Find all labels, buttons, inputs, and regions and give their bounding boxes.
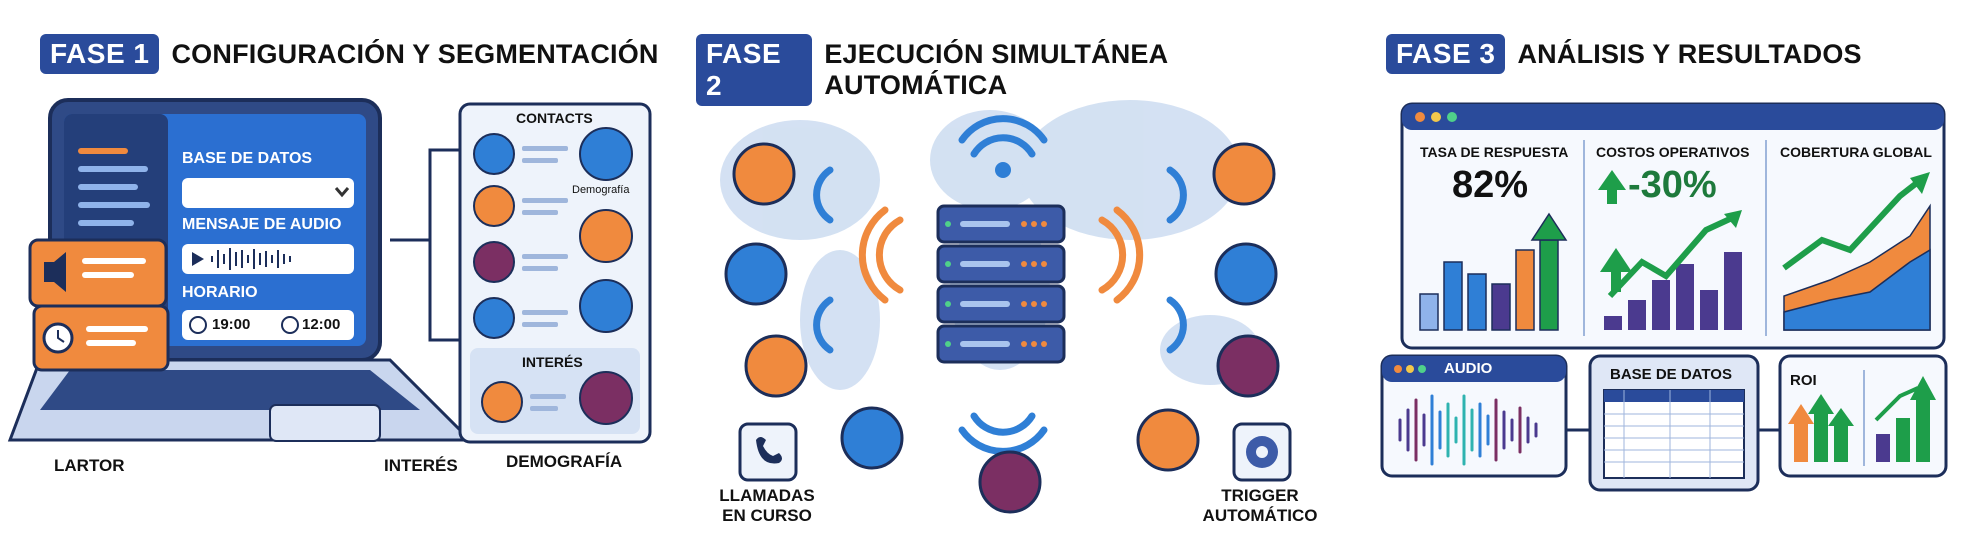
clock-card-float bbox=[32, 304, 170, 372]
phase-2-header: FASE 2 EJECUCIÓN SIMULTÁNEA AUTOMÁTICA bbox=[696, 34, 1340, 106]
phase-2-illustration bbox=[720, 100, 1292, 514]
kpi-label-response: TASA DE RESPUESTA bbox=[1420, 144, 1569, 160]
server-stack bbox=[936, 204, 1066, 364]
phase-3-title: ANÁLISIS Y RESULTADOS bbox=[1517, 38, 1862, 69]
phase-1-title: CONFIGURACIÓN Y SEGMENTACIÓN bbox=[171, 38, 659, 69]
laptop-db-label: BASE DE DATOS bbox=[182, 150, 313, 167]
calls-label-line2: EN CURSO bbox=[722, 506, 812, 525]
trigger-label-line1: TRIGGER bbox=[1221, 486, 1299, 505]
phase-1-illustration bbox=[7, 98, 652, 444]
audio-card bbox=[1380, 354, 1568, 478]
database-card bbox=[1588, 354, 1760, 492]
phase-2-title: EJECUCIÓN SIMULTÁNEA AUTOMÁTICA bbox=[824, 39, 1168, 100]
kpi-label-coverage: COBERTURA GLOBAL bbox=[1780, 144, 1932, 160]
interes-label: INTERÉS bbox=[384, 456, 458, 475]
calls-label: LLAMADAS EN CURSO bbox=[712, 486, 822, 526]
laptop-schedule-label: HORARIO bbox=[182, 284, 258, 301]
kpi-label-costs: COSTOS OPERATIVOS bbox=[1596, 144, 1750, 160]
phase-3-header: FASE 3 ANÁLISIS Y RESULTADOS bbox=[1386, 34, 1862, 74]
audio-card-title: AUDIO bbox=[1444, 360, 1493, 377]
time-end: 12:00 bbox=[302, 316, 341, 333]
demografia-small-label: Demografía bbox=[572, 184, 630, 196]
database-card-title: BASE DE DATOS bbox=[1610, 366, 1732, 383]
phase-1-header: FASE 1 CONFIGURACIÓN Y SEGMENTACIÓN bbox=[40, 34, 659, 74]
phase-3-illustration bbox=[1380, 102, 1948, 492]
laptop-audio-label: MENSAJE DE AUDIO bbox=[182, 216, 342, 233]
phase-1: FASE 1 CONFIGURACIÓN Y SEGMENTACIÓN bbox=[0, 0, 660, 544]
audio-card-float bbox=[28, 238, 168, 308]
roi-card bbox=[1778, 354, 1948, 478]
trigger-label-line2: AUTOMÁTICO bbox=[1202, 506, 1318, 525]
phase-1-badge: FASE 1 bbox=[40, 34, 160, 74]
caller-avatars bbox=[724, 142, 1280, 514]
wifi-signals bbox=[813, 115, 1187, 455]
roi-card-title: ROI bbox=[1790, 372, 1817, 389]
contacts-title: CONTACTS bbox=[516, 110, 593, 126]
response-rate-bars bbox=[1419, 212, 1568, 331]
gear-icon bbox=[1232, 422, 1292, 482]
phone-icon bbox=[738, 422, 798, 482]
calls-label-line1: LLAMADAS bbox=[719, 486, 815, 505]
phase-3-badge: FASE 3 bbox=[1386, 34, 1506, 74]
interes-box-label: INTERÉS bbox=[522, 354, 583, 370]
demografia-label: DEMOGRAFÍA bbox=[506, 452, 623, 471]
phase-2-badge: FASE 2 bbox=[696, 34, 813, 106]
trigger-label: TRIGGER AUTOMÁTICO bbox=[1190, 486, 1330, 526]
coverage-chart bbox=[1782, 172, 1931, 331]
kpi-value-response: 82% bbox=[1452, 164, 1529, 206]
phase-3: FASE 3 ANÁLISIS Y RESULTADOS bbox=[1370, 0, 1980, 544]
lartor-label: LARTOR bbox=[54, 456, 125, 475]
kpi-value-costs: -30% bbox=[1628, 164, 1717, 206]
time-start: 19:00 bbox=[212, 316, 251, 333]
phase-2: FASE 2 EJECUCIÓN SIMULTÁNEA AUTOMÁTICA bbox=[690, 0, 1340, 544]
contact-avatars bbox=[473, 127, 633, 425]
costs-chart bbox=[1598, 170, 1742, 330]
